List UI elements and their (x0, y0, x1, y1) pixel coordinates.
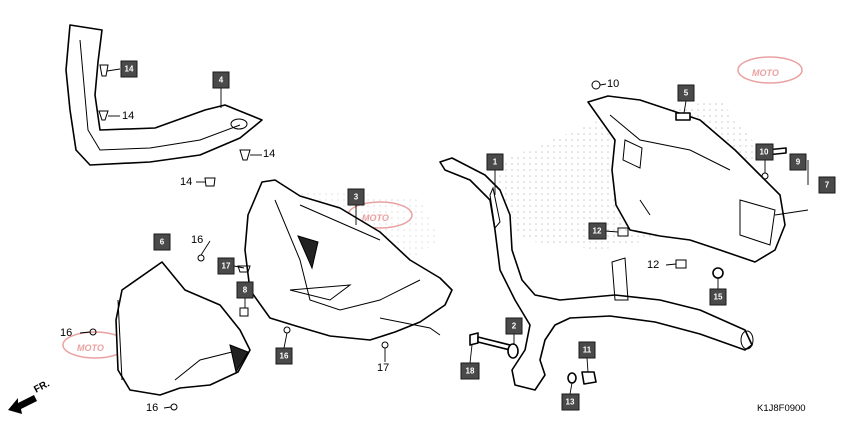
watermark-text: MOTO (752, 68, 779, 78)
callout-14: 14 (120, 60, 138, 78)
grommet-part (712, 267, 724, 279)
callout-10: 10 (755, 143, 774, 161)
svg-text:13: 13 (566, 398, 575, 407)
handlebar-pipe-part (439, 157, 754, 391)
label-14: 14 (122, 110, 134, 122)
label-16: 16 (191, 234, 203, 246)
svg-text:8: 8 (243, 286, 248, 295)
svg-text:2: 2 (512, 322, 517, 331)
svg-text:5: 5 (684, 89, 689, 98)
callout-4: 4 (212, 71, 230, 89)
washer-part (567, 372, 577, 384)
rubber-part (675, 112, 691, 121)
callout-2: 2 (505, 317, 523, 335)
label-14: 14 (180, 176, 192, 188)
front-direction-indicator: FR. (8, 378, 52, 414)
front-cover-upper-part (65, 24, 263, 166)
svg-text:15: 15 (714, 293, 723, 302)
diagram-code: K1J8F0900 (757, 403, 806, 414)
callout-8: 8 (236, 281, 254, 299)
watermark-text: MOTO (362, 213, 389, 223)
callout-16: 16 (275, 347, 293, 365)
svg-text:17: 17 (222, 262, 231, 271)
svg-text:6: 6 (160, 238, 165, 247)
svg-text:10: 10 (760, 148, 769, 157)
label-10: 10 (607, 78, 619, 90)
direction-label: FR. (32, 378, 52, 395)
svg-text:12: 12 (593, 227, 602, 236)
windscreen-part (115, 261, 251, 396)
callout-13: 13 (561, 393, 580, 411)
callout-17: 17 (217, 257, 235, 275)
svg-text:1: 1 (493, 158, 498, 167)
label-16: 16 (60, 327, 72, 339)
handlebar-front-cover-part (244, 179, 453, 341)
watermark-text: MOTO (77, 343, 104, 353)
callout-9: 9 (789, 153, 807, 171)
callout-3: 3 (347, 188, 365, 206)
label-16: 16 (146, 402, 158, 414)
callout-5: 5 (677, 84, 695, 102)
label-12: 12 (647, 259, 659, 271)
bolt-part (469, 332, 511, 351)
callout-1: 1 (486, 153, 504, 171)
callout-6: 6 (153, 233, 171, 251)
label-17: 17 (377, 362, 389, 374)
svg-text:3: 3 (354, 193, 359, 202)
svg-text:16: 16 (280, 352, 289, 361)
collar-part (507, 343, 519, 359)
svg-text:11: 11 (583, 346, 592, 355)
svg-text:4: 4 (219, 76, 224, 85)
callout-11: 11 (578, 341, 596, 359)
svg-text:9: 9 (796, 158, 801, 167)
svg-text:18: 18 (466, 367, 475, 376)
callout-7: 7 (818, 176, 836, 194)
callout-12: 12 (588, 222, 607, 240)
callout-18: 18 (460, 362, 480, 380)
nut-part (581, 371, 597, 385)
label-14: 14 (263, 148, 275, 160)
svg-text:14: 14 (125, 65, 134, 74)
svg-text:7: 7 (825, 181, 830, 190)
callout-15: 15 (709, 288, 727, 306)
leader-lines (79, 68, 809, 409)
